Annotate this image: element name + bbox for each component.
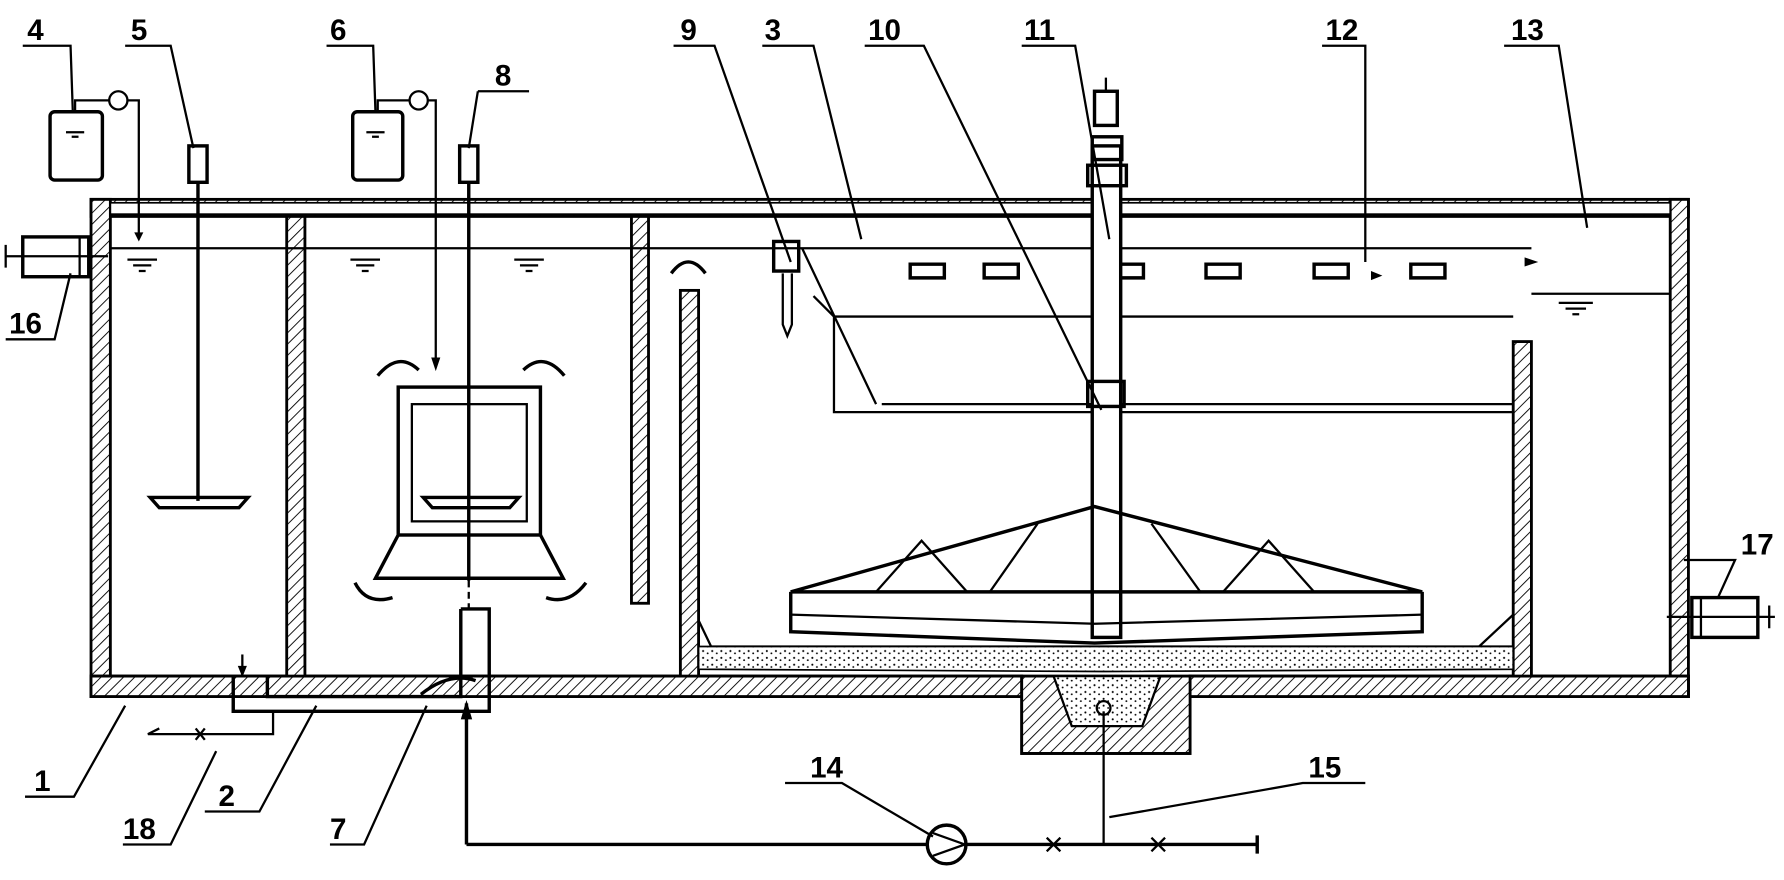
label-12: 12 (1325, 14, 1358, 47)
dosing-tank-6 (350, 90, 441, 372)
part-labels: 1 2 3 4 5 6 7 8 9 10 11 12 13 14 15 16 1… (9, 14, 1774, 846)
label-14: 14 (810, 751, 843, 784)
scraper-10 (789, 77, 1424, 645)
flocculator-8 (353, 144, 588, 609)
water-levels (110, 247, 1671, 316)
leader-lines (5, 44, 1737, 846)
label-1: 1 (34, 765, 50, 798)
settling-zone (669, 239, 1539, 673)
inlet-16 (4, 235, 109, 279)
label-5: 5 (131, 14, 147, 47)
label-2: 2 (218, 780, 234, 813)
label-15: 15 (1308, 751, 1341, 784)
label-3: 3 (765, 14, 781, 47)
label-9: 9 (680, 14, 696, 47)
label-7: 7 (330, 813, 346, 846)
label-4: 4 (27, 14, 44, 47)
mixer-1 (146, 144, 252, 510)
label-13: 13 (1511, 14, 1544, 47)
label-16: 16 (9, 308, 42, 341)
label-10: 10 (868, 14, 901, 47)
sludge-recycle-pipe (147, 607, 1259, 866)
dosing-tank-4 (48, 90, 144, 242)
outlet-17 (1666, 595, 1775, 640)
label-17: 17 (1741, 528, 1774, 561)
label-11: 11 (1024, 14, 1055, 47)
label-6: 6 (330, 14, 346, 47)
label-8: 8 (495, 60, 511, 93)
label-18: 18 (123, 813, 156, 846)
